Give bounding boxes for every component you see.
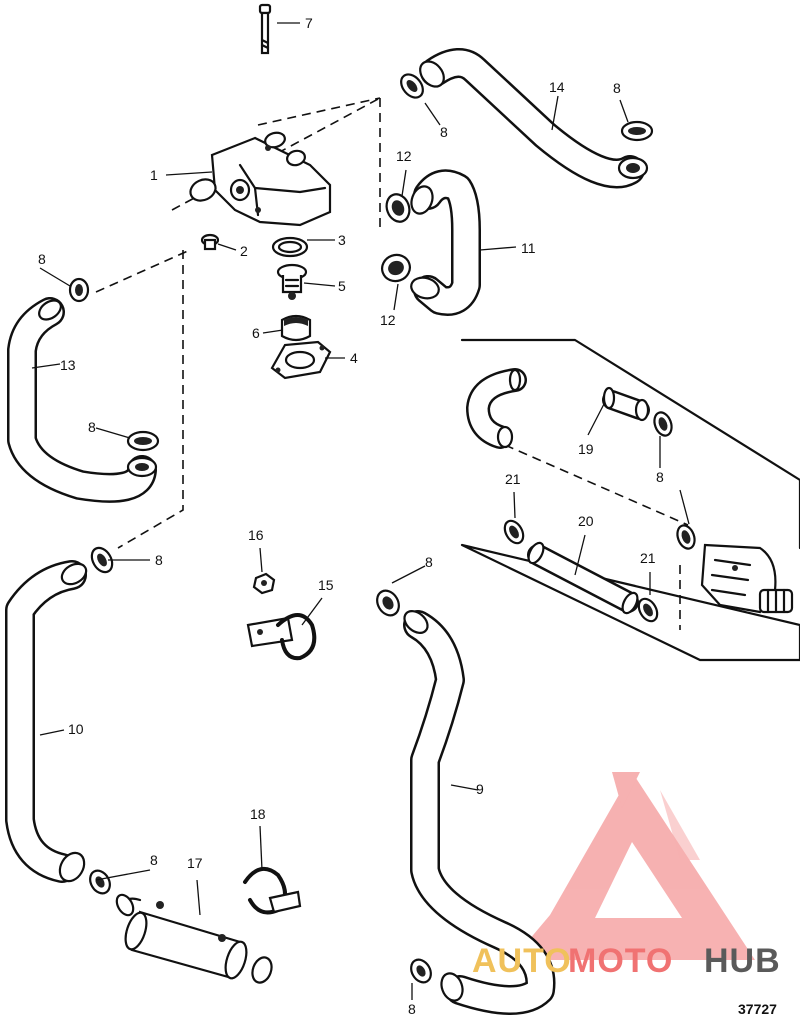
hose-part-9 [403,610,556,1015]
hose-clamp-8g [89,869,111,895]
hose-clamp-8b [620,120,654,142]
watermark-hub: HUB [704,942,781,980]
hose-part-11 [410,169,481,316]
callout-2: 2 [240,243,248,259]
clamp-bracket-part-15 [246,613,317,661]
callout-3: 3 [338,232,346,248]
hose-part-19 [466,368,650,449]
callout-15: 15 [318,577,334,593]
callout-12-upper: 12 [396,148,412,164]
callout-14: 14 [549,79,565,95]
callout-8-bottom-clamp: 8 [408,1001,416,1017]
nut-part-16 [252,572,276,595]
thermostat-housing-part-1 [189,131,332,227]
hose-clamp-12a [385,193,411,223]
thermostat-part-5 [276,263,308,300]
watermark-logo [512,772,755,960]
sleeve-part-6 [280,314,312,342]
hose-clamp-21a [503,519,525,545]
hose-clamp-8c [68,277,90,303]
callout-18: 18 [250,806,266,822]
bolt-part-7 [258,3,272,55]
hose-clamp-8a [400,73,424,99]
hose-clamp-8i [653,411,673,437]
hose-clamp-8e [90,546,114,574]
callout-16: 16 [248,527,264,543]
hose-clamp-21b [637,597,659,623]
hose-part-14 [419,48,649,189]
callout-17: 17 [187,855,203,871]
hose-part-13 [7,297,158,503]
watermark-text: AUTO MOTO HUB [472,942,781,980]
callout-10: 10 [68,721,84,737]
callout-8-hose9-clamp: 8 [425,554,433,570]
hose-clamp-8f [376,589,400,617]
callout-19: 19 [578,441,594,457]
hose-part-10 [5,560,88,883]
hose-clamp-8j [676,524,696,550]
callout-21-left: 21 [505,471,521,487]
callout-6: 6 [252,325,260,341]
callout-20: 20 [578,513,594,529]
plug-part-2 [200,233,220,251]
leader-lines [31,22,690,1000]
callout-8-hose13-clamp: 8 [88,419,96,435]
callout-8-hose10-clamp: 8 [155,552,163,568]
gasket-part-3 [271,236,309,258]
hose-clamp-12b [381,253,411,283]
callout-labels: 1 2 3 4 5 6 7 8 8 8 8 8 8 8 8 8 9 10 11 … [38,15,664,1017]
callout-1: 1 [150,167,158,183]
watermark-auto: AUTO [472,942,572,980]
hose-clamp-8h [410,958,432,984]
diagram-reference-number: 37727 [738,1001,777,1017]
callout-13: 13 [60,357,76,373]
callout-4: 4 [350,350,358,366]
pump-fitting [700,543,794,614]
callout-5: 5 [338,278,346,294]
callout-8-left-clamp: 8 [38,251,46,267]
watermark-moto: MOTO [568,942,673,980]
callout-8-cooler-clamp: 8 [150,852,158,868]
flange-gasket-part-4 [270,340,332,380]
callout-8-inset-clamp: 8 [656,469,664,485]
callout-7: 7 [305,15,313,31]
hose-part-20 [527,541,639,615]
callout-21-right: 21 [640,550,656,566]
callout-12-lower: 12 [380,312,396,328]
cooler-part-17 [115,893,273,984]
callout-8-top-clamp: 8 [440,124,448,140]
hose-clamp-8d [126,430,160,452]
callout-11: 11 [521,240,536,256]
callout-9: 9 [476,781,484,797]
callout-8-right-clamp: 8 [613,80,621,96]
clamp-part-18 [243,866,302,915]
